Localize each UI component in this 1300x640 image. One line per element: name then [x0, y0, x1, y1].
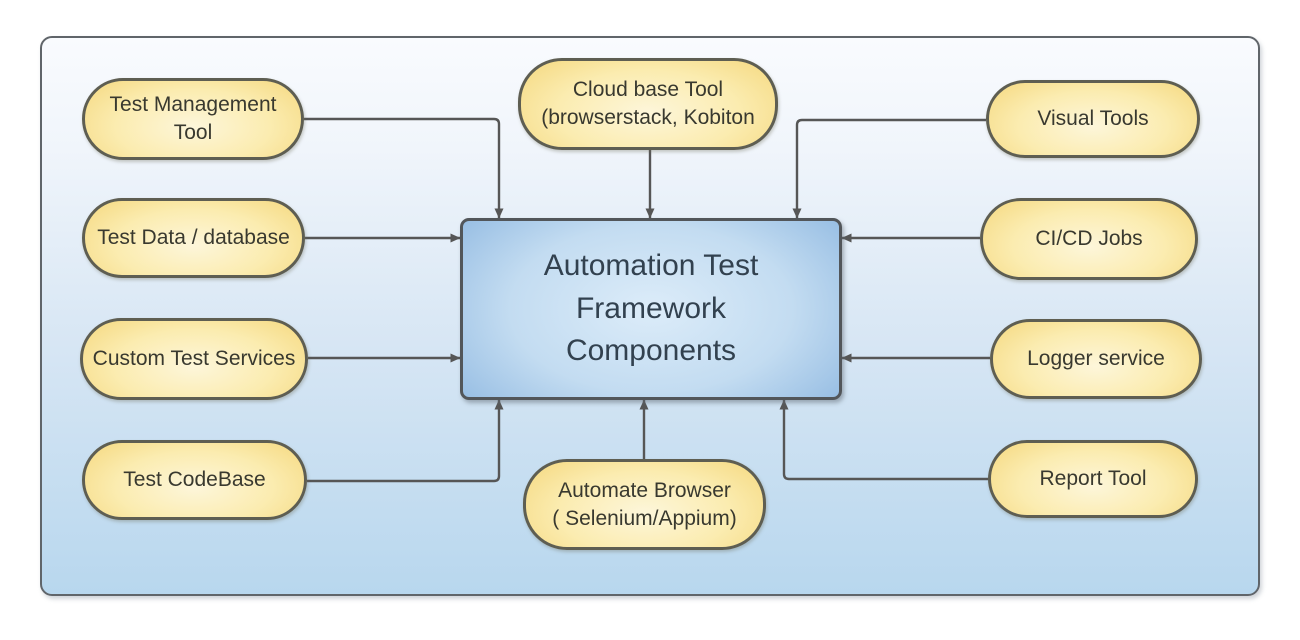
node-label-logger-service: Logger service	[1027, 347, 1165, 371]
node-test-data-database: Test Data / database	[82, 198, 305, 278]
node-visual-tools: Visual Tools	[986, 80, 1200, 158]
node-custom-test-services: Custom Test Services	[80, 318, 308, 400]
center-node-label: Automation Test Framework Components	[543, 249, 759, 368]
node-cicd-jobs: CI/CD Jobs	[980, 198, 1198, 280]
node-automation-test-framework-components: Automation Test Framework Components	[460, 218, 842, 400]
node-test-management-tool: Test Management Tool	[82, 78, 304, 160]
node-label-cloud-base-tool: Cloud base Tool (browserstack, Kobiton	[541, 78, 755, 129]
node-report-tool: Report Tool	[988, 440, 1198, 518]
node-logger-service: Logger service	[990, 319, 1202, 399]
node-label-automate-browser: Automate Browser ( Selenium/Appium)	[552, 478, 737, 530]
node-label-test-codebase: Test CodeBase	[123, 468, 266, 492]
node-label-custom-test-services: Custom Test Services	[92, 347, 296, 371]
node-cloud-base-tool: Cloud base Tool (browserstack, Kobiton	[518, 58, 778, 150]
node-label-visual-tools: Visual Tools	[1037, 107, 1149, 131]
node-label-test-data-database: Test Data / database	[97, 226, 290, 250]
node-label-cicd-jobs: CI/CD Jobs	[1035, 227, 1143, 251]
node-label-report-tool: Report Tool	[1039, 467, 1147, 491]
node-label-test-management-tool: Test Management Tool	[109, 93, 277, 144]
node-test-codebase: Test CodeBase	[82, 440, 307, 520]
node-automate-browser: Automate Browser ( Selenium/Appium)	[523, 459, 766, 550]
